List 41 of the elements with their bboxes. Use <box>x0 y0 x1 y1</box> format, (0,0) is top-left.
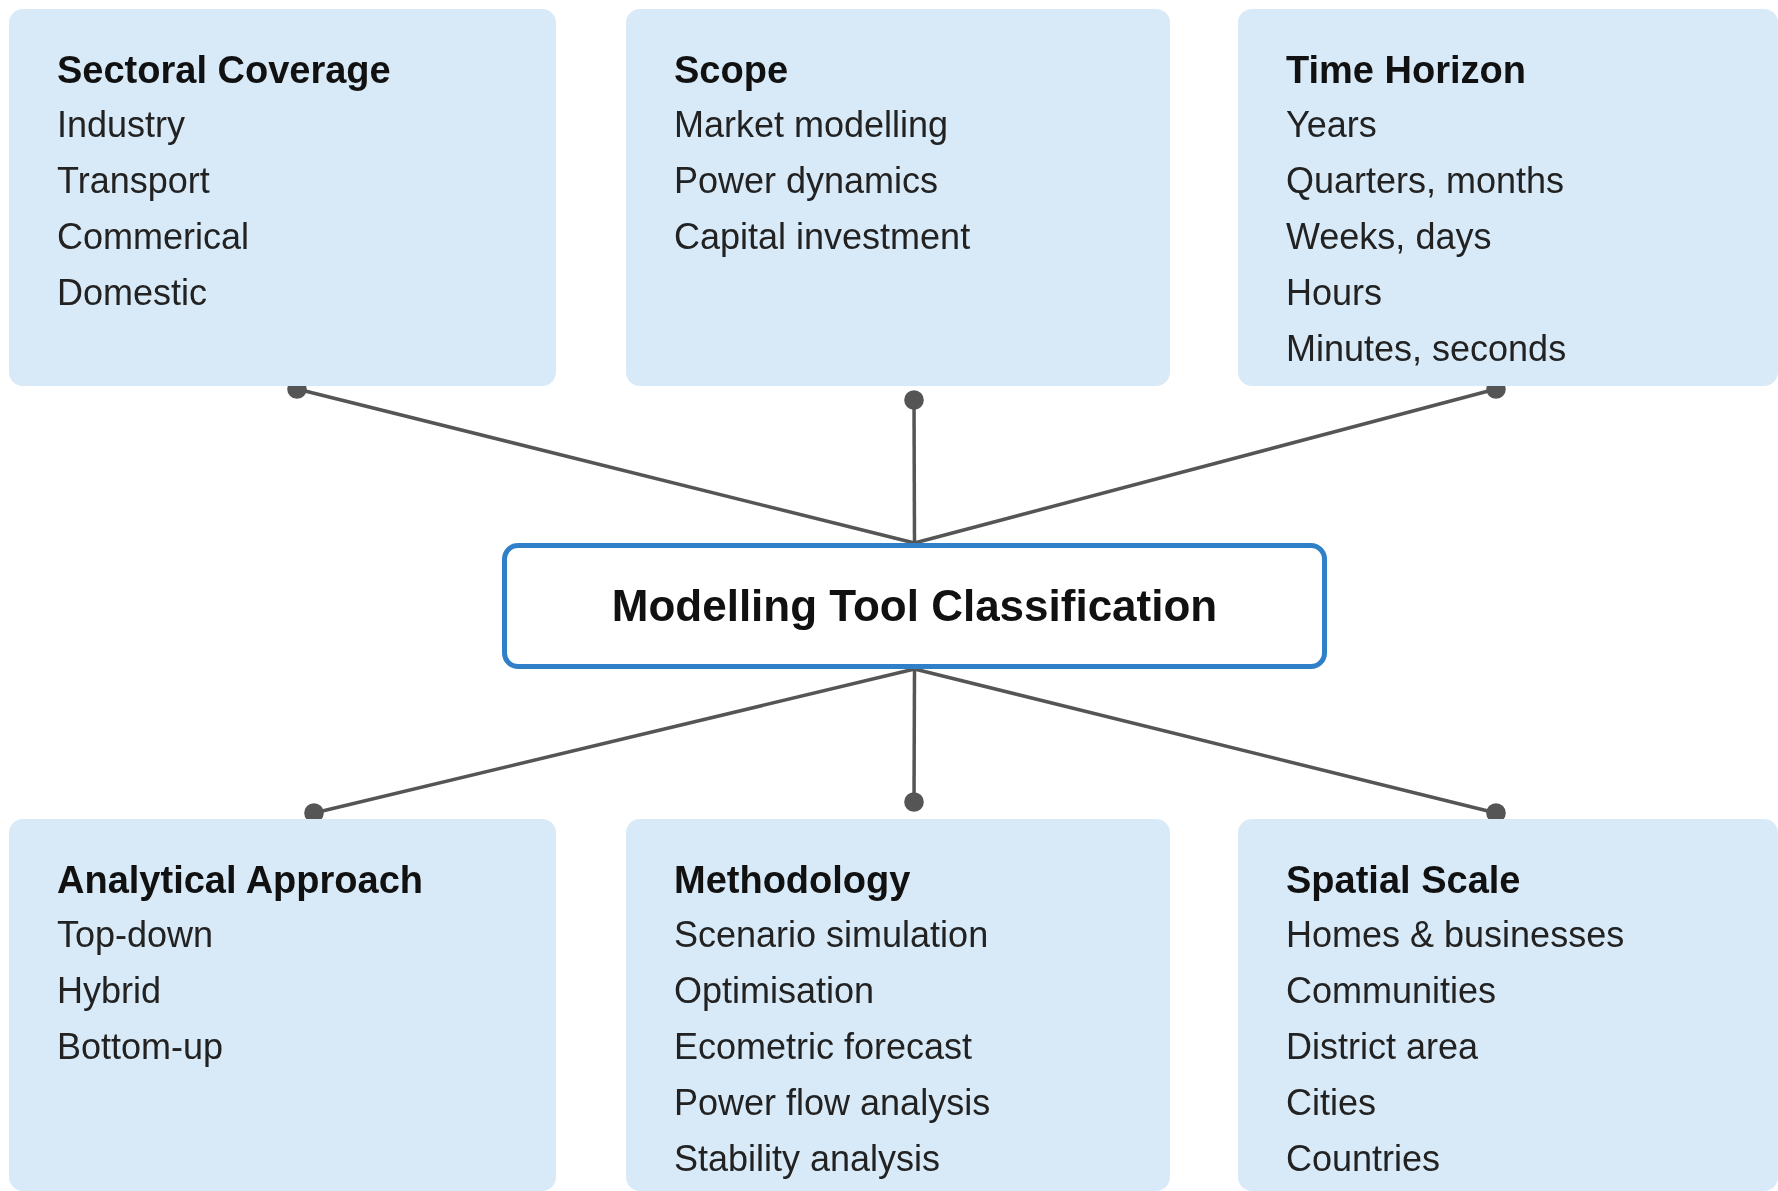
list-item: Scenario simulation <box>674 913 990 957</box>
list-item: Commerical <box>57 215 251 259</box>
list-item: Industry <box>57 103 187 147</box>
category-box <box>626 9 1170 386</box>
list-item: Quarters, months <box>1286 159 1566 203</box>
list-item: Domestic <box>57 271 209 315</box>
category-heading: Analytical Approach <box>57 858 424 903</box>
list-item: Minutes, seconds <box>1286 327 1568 371</box>
list-item: Bottom-up <box>57 1025 225 1069</box>
list-item: Cities <box>1286 1081 1378 1125</box>
list-item: Stability analysis <box>674 1137 942 1181</box>
list-item: Capital investment <box>674 215 972 259</box>
category-box <box>9 9 556 386</box>
list-item: Power dynamics <box>674 159 940 203</box>
list-item: Hours <box>1286 271 1384 315</box>
connector-line <box>904 390 924 543</box>
category-heading: Time Horizon <box>1286 48 1527 93</box>
list-item: Market modelling <box>674 103 950 147</box>
category-box <box>1238 9 1778 386</box>
list-item: Power flow analysis <box>674 1081 992 1125</box>
list-item: Hybrid <box>57 969 163 1013</box>
connector-line <box>904 669 924 812</box>
category-heading: Scope <box>674 48 790 93</box>
list-item: Transport <box>57 159 211 203</box>
category-heading: Sectoral Coverage <box>57 48 392 93</box>
list-item: Ecometric forecast <box>674 1025 974 1069</box>
category-heading: Methodology <box>674 858 912 903</box>
list-item: Optimisation <box>674 969 876 1013</box>
list-item: Weeks, days <box>1286 215 1493 259</box>
list-item: District area <box>1286 1025 1480 1069</box>
category-box <box>9 819 556 1191</box>
category-box <box>626 819 1170 1191</box>
category-heading: Spatial Scale <box>1286 858 1522 903</box>
list-item: Top-down <box>57 913 215 957</box>
list-item: Communities <box>1286 969 1498 1013</box>
list-item: Years <box>1286 103 1378 147</box>
title-text: Modelling Tool Classification <box>611 581 1218 631</box>
central-box <box>502 543 1327 669</box>
category-box <box>1238 819 1778 1191</box>
list-item: Countries <box>1286 1137 1442 1181</box>
list-item: Homes & businesses <box>1286 913 1626 957</box>
